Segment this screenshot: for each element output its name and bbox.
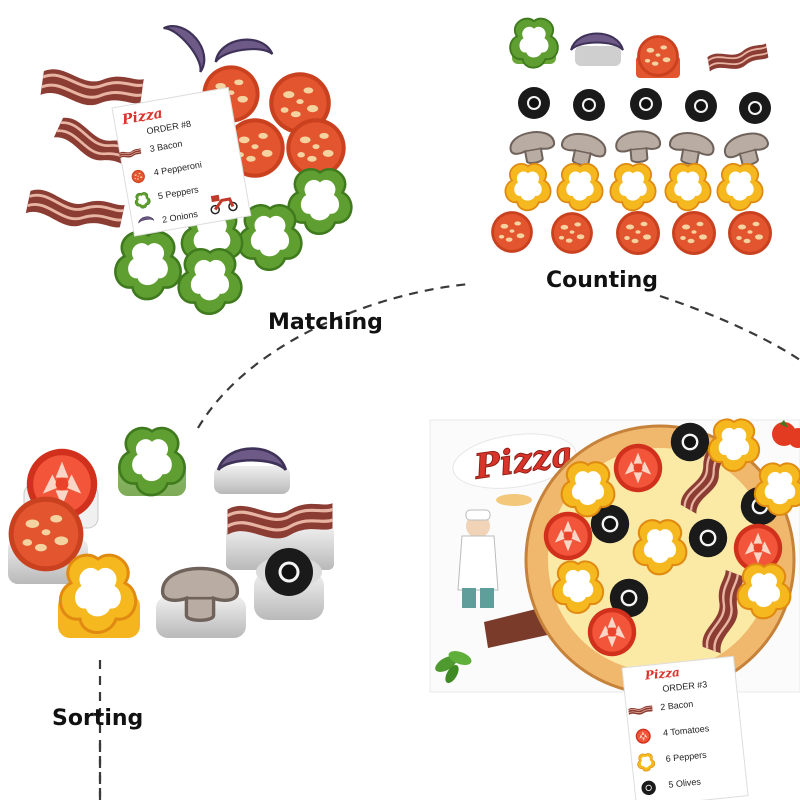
pepperoni-piece: [616, 211, 660, 255]
green-pepper-stack: [118, 426, 186, 497]
olive-piece: [518, 87, 550, 119]
onion-piece: [212, 34, 274, 64]
order-card-3: Pizza ORDER #3 2 Bacon 4 Tomatoes 6 Pepp…: [621, 655, 749, 800]
pepperoni-piece: [286, 118, 346, 178]
chef-illustration: [457, 494, 532, 608]
onion-stack: [214, 447, 290, 494]
order-card-3-item-4: 5 Olives: [668, 776, 702, 789]
yellow-pepper-piece: [504, 162, 552, 212]
mushroom-piece: [507, 127, 558, 168]
tomato-piece: [587, 607, 637, 657]
order-card-3-item-3: 6 Peppers: [665, 750, 707, 764]
pepperoni-piece: [672, 211, 716, 255]
order-card-3-title: ORDER #3: [662, 679, 708, 694]
order-card-8: Pizza ORDER #8 3 Bacon 4 Pepperoni 5 Pep…: [111, 86, 252, 237]
green-pepper-piece: [114, 230, 182, 301]
basil-garnish: [435, 651, 472, 684]
pepperoni-stack: [636, 35, 680, 78]
yellow-pepper-piece: [716, 162, 764, 212]
yellow-pepper-piece: [609, 162, 657, 212]
bacon-stack: [705, 42, 771, 75]
label-counting: Counting: [546, 268, 659, 293]
order-card-3-logo: Pizza: [643, 665, 680, 683]
mushroom-piece: [666, 128, 717, 169]
onion-stack: [570, 32, 624, 66]
mushroom-piece: [614, 128, 663, 165]
onion-piece: [162, 15, 216, 74]
green-pepper-stack: [509, 17, 559, 69]
mushroom-stack: [156, 566, 246, 638]
pepperoni-piece: [551, 212, 593, 254]
olive-piece: [685, 90, 717, 122]
bacon-piece: [23, 183, 127, 238]
yellow-pepper-piece: [664, 162, 712, 212]
mushroom-piece: [557, 129, 609, 171]
scooter-icon: [210, 194, 238, 215]
pepperoni-piece: [491, 211, 533, 253]
pizza-board-panel: Pizza: [429, 418, 800, 696]
green-pepper-piece: [177, 248, 243, 315]
tomato-piece: [543, 511, 593, 561]
matching-panel: Pizza ORDER #8 3 Bacon 4 Pepperoni 5 Pep…: [23, 15, 353, 315]
olive-piece: [739, 92, 771, 124]
pizza-peel-handle: [484, 606, 552, 648]
label-matching: Matching: [268, 310, 383, 335]
tomato-garnish: [772, 420, 800, 448]
yellow-pepper-piece: [556, 162, 604, 212]
olive-piece: [630, 88, 662, 120]
order-card-3-item-1: 2 Bacon: [660, 699, 694, 712]
pepperoni-piece: [728, 211, 772, 255]
olive-stack: [254, 548, 324, 620]
olive-piece: [573, 89, 605, 121]
sorting-panel: [8, 426, 335, 638]
label-sorting: Sorting: [52, 706, 144, 731]
olive-piece: [670, 422, 710, 462]
green-pepper-piece: [287, 168, 353, 235]
olive-piece: [688, 518, 728, 558]
order-card-8-logo: Pizza: [120, 105, 164, 128]
yellow-pepper-stack: [58, 553, 140, 638]
order-card-3-item-2: 4 Tomatoes: [663, 723, 711, 738]
counting-panel: [491, 17, 774, 255]
tomato-piece: [613, 443, 663, 493]
